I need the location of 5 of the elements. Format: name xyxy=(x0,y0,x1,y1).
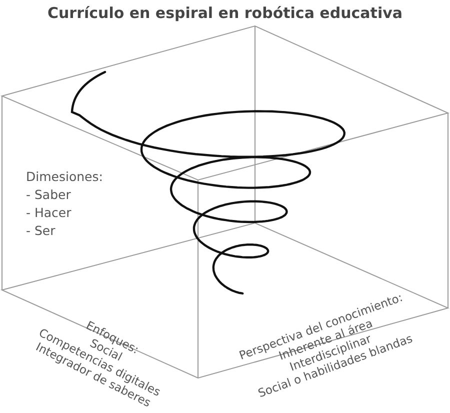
title: Currículo en espiral en robótica educativa xyxy=(46,3,404,24)
label-text: - Saber xyxy=(26,186,72,204)
label-text: Dimesiones: xyxy=(26,168,103,186)
label-text: - Ser xyxy=(26,222,56,240)
label-text: - Hacer xyxy=(26,204,72,222)
